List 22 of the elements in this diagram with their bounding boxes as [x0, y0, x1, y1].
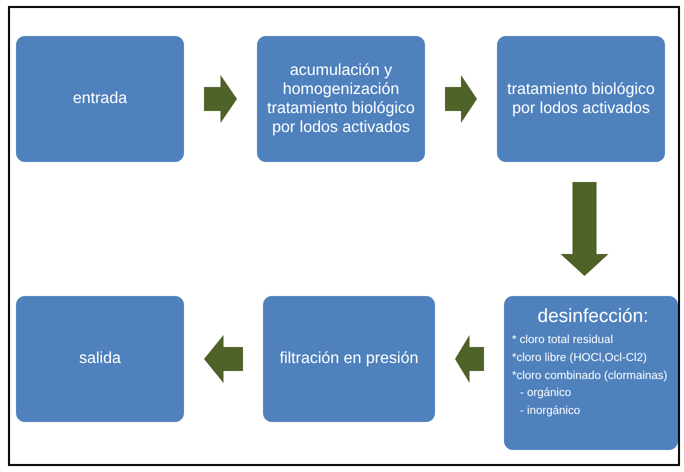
process-box	[497, 36, 665, 162]
block-arrow	[445, 75, 477, 123]
list-item: * cloro total residual	[512, 333, 613, 348]
process-box	[16, 36, 184, 162]
block-arrow	[455, 335, 484, 383]
block-arrow	[560, 182, 608, 276]
block-arrow	[204, 75, 237, 123]
list-item: *cloro combinado (clormainas)	[512, 368, 668, 384]
box-label: salida	[79, 349, 121, 369]
process-box	[257, 36, 425, 162]
list-item: *cloro libre (HOCl,Ocl-Cl2)	[512, 350, 647, 366]
box-label: tratamiento biológico por lodos activados	[506, 80, 656, 118]
process-box	[263, 296, 435, 422]
list-item: - inorgánico	[519, 404, 580, 420]
process-box	[16, 296, 184, 422]
box-label: acumulación y homogenización tratamiento biológico por lodos activados	[266, 60, 416, 138]
box-heading: desinfección:	[538, 306, 648, 328]
box-label: entrada	[72, 89, 128, 109]
process-box	[504, 296, 678, 450]
block-arrow	[204, 335, 243, 383]
box-label: filtración en presión	[280, 349, 418, 369]
list-item: - orgánico	[519, 386, 572, 402]
